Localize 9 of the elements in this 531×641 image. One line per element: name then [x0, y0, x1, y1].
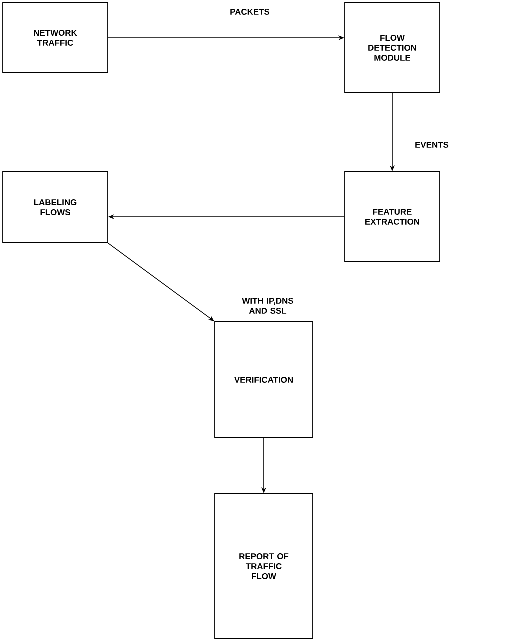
process-box: NETWORK TRAFFIC — [2, 2, 108, 74]
process-box: VERIFICATION — [214, 322, 314, 438]
process-box: FLOW DETECTION MODULE — [344, 2, 440, 94]
edge-label: WITH IP,DNS AND SSL — [242, 298, 294, 314]
edge-label: PACKETS — [230, 9, 270, 15]
process-box: FEATURE EXTRACTION — [344, 172, 440, 262]
process-box: LABELING FLOWS — [2, 172, 108, 244]
process-box: REPORT OF TRAFFIC FLOW — [214, 494, 314, 640]
edge-label: EVENTS — [416, 142, 449, 148]
